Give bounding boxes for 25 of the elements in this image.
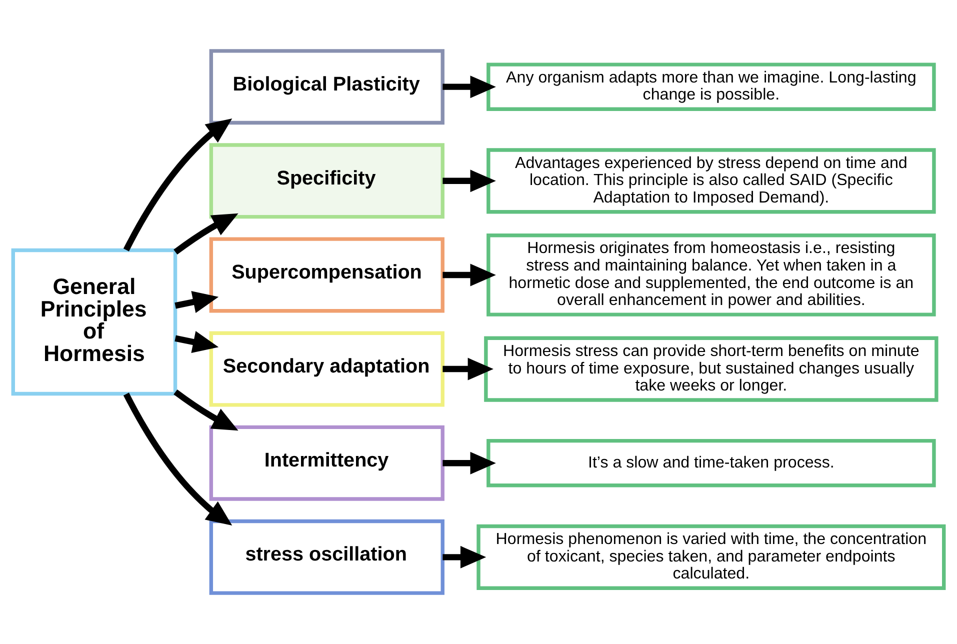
node-box: Specificity (209, 143, 444, 219)
node-box: Hormesis stress can provide short-term benefits on minute to hours of time exposure, but sustained changes usually take weeks or longer. (484, 336, 938, 402)
arrow (442, 264, 496, 286)
arrow (442, 76, 496, 98)
node-box: stress oscillation (209, 519, 444, 595)
node-box: Biological Plasticity (209, 49, 444, 125)
node-box: Supercompensation (209, 237, 444, 313)
arrow (442, 452, 496, 474)
arrow (442, 546, 486, 568)
arrow (174, 290, 219, 313)
node-box: Advantages experienced by stress depend on time and location. This principle is also called SAID (Specific Adaptation to Imposed Demand). (486, 148, 936, 214)
node-box: Any organism adapts more than we imagine. Long-lasting change is possible. (486, 62, 936, 111)
node-box: It’s a slow and time-taken process. (486, 438, 936, 488)
node-box: Intermittency (209, 425, 444, 501)
node-box: General Principles of Hormesis (11, 248, 178, 396)
arrow (442, 170, 496, 192)
arrow (123, 392, 232, 526)
arrow (174, 389, 238, 431)
arrow (174, 331, 219, 354)
node-box: Hormesis phenomenon is varied with time, the concentration of toxicant, species taken, and parameter endpoints calculated. (476, 524, 946, 590)
node-box: Secondary adaptation (209, 331, 444, 407)
arrow (174, 213, 238, 255)
node-box: Hormesis originates from homeostasis i.e., resisting stress and maintaining balance. Yet when taken in a hormetic dose and supplemented, the end outcome is an overall enhancement in power and abilities. (486, 234, 936, 316)
arrow (123, 118, 232, 252)
arrow (442, 358, 494, 380)
